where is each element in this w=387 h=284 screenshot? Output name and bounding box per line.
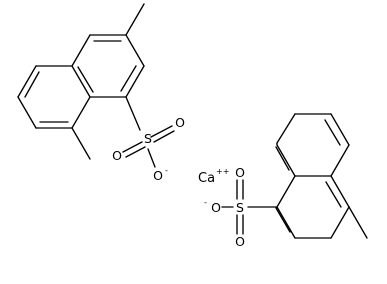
sulfur-atom-label: S <box>144 131 152 146</box>
negative-charge-label: - <box>165 166 168 175</box>
bond <box>120 65 137 92</box>
oxygen-atom-label: O <box>112 148 122 163</box>
bond <box>276 113 296 144</box>
oxygen-atom-label: O <box>153 168 163 183</box>
bond <box>17 96 37 129</box>
bond <box>71 127 91 160</box>
oxygen-atom-label: O <box>211 200 221 215</box>
calcium-cation: Ca ++ <box>198 167 229 186</box>
bond <box>147 148 156 168</box>
sulfur-atom-label: S <box>236 200 244 215</box>
bond <box>325 181 342 208</box>
calcium-symbol: Ca <box>198 171 215 186</box>
bond <box>71 65 91 98</box>
bond <box>348 206 368 239</box>
bond <box>330 175 350 208</box>
calcium-charge: ++ <box>216 167 229 176</box>
bond <box>125 146 146 158</box>
bond <box>77 66 94 93</box>
bond <box>330 206 350 239</box>
bond <box>276 144 296 177</box>
bond <box>275 207 291 233</box>
oxygen-atom-label: O <box>235 234 245 249</box>
oxygen-atom-label: O <box>235 165 245 180</box>
bond <box>276 175 296 208</box>
naphthalene-sulfonate-bottom: S O O O - <box>204 113 368 249</box>
bond <box>275 146 290 171</box>
naphthalene-sulfonate-top: S O O O - <box>17 3 185 183</box>
bond <box>24 71 40 98</box>
bond <box>125 65 145 98</box>
bond <box>150 125 173 138</box>
bond <box>330 113 350 146</box>
bond <box>17 65 37 98</box>
bond <box>276 206 296 239</box>
bond <box>71 34 91 67</box>
bond <box>125 34 145 67</box>
bond <box>125 3 145 36</box>
bond <box>125 96 141 131</box>
bond <box>324 119 341 146</box>
bond <box>122 141 143 153</box>
bond <box>153 130 175 143</box>
bond <box>71 96 91 129</box>
oxygen-atom-label: O <box>175 115 185 130</box>
negative-charge-label: - <box>204 198 207 207</box>
bond <box>330 144 350 177</box>
